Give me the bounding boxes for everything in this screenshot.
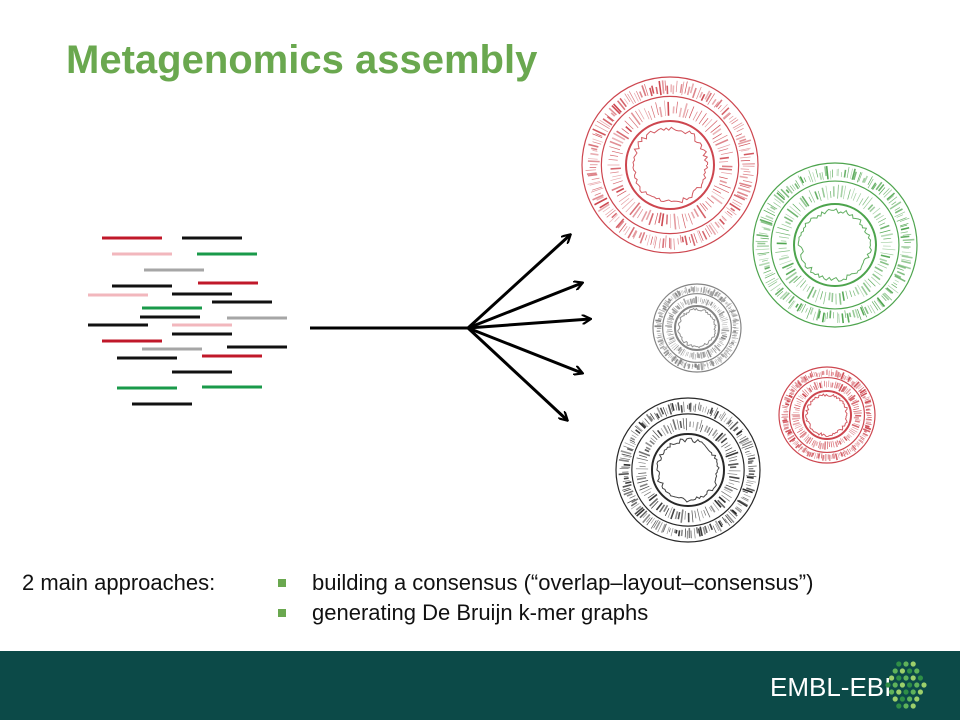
assembled-genomes: [581, 76, 918, 543]
embl-ebi-logo-icon: [885, 661, 927, 709]
circular-genome-icon: [778, 366, 876, 464]
assembly-arrows: [310, 235, 590, 420]
circular-genome-icon: [752, 162, 918, 328]
bullet-icon: [278, 609, 286, 617]
arrow-icon: [467, 326, 582, 373]
approaches-lead: 2 main approaches:: [22, 570, 216, 595]
approach-text: building a consensus (“overlap–layout–co…: [312, 570, 814, 595]
circular-genome-icon: [581, 76, 759, 254]
slide-title: Metagenomics assembly: [66, 38, 538, 82]
sequencing-reads: [88, 236, 287, 406]
circular-genome-icon: [652, 283, 742, 373]
bullet-icon: [278, 579, 286, 587]
approach-item: building a consensus (“overlap–layout–co…: [274, 568, 813, 598]
footer-bar: EMBL-EBI: [0, 651, 960, 720]
arrow-icon: [467, 283, 582, 330]
arrow-icon: [466, 235, 570, 330]
embl-ebi-logo-text: EMBL-EBI: [770, 672, 892, 702]
approaches-list: building a consensus (“overlap–layout–co…: [274, 568, 813, 628]
approach-item: generating De Bruijn k-mer graphs: [274, 598, 813, 628]
arrow-icon: [466, 326, 567, 420]
assembly-diagram: [88, 76, 918, 543]
circular-genome-icon: [615, 397, 761, 543]
approach-text: generating De Bruijn k-mer graphs: [312, 600, 649, 625]
arrow-icon: [467, 319, 590, 330]
